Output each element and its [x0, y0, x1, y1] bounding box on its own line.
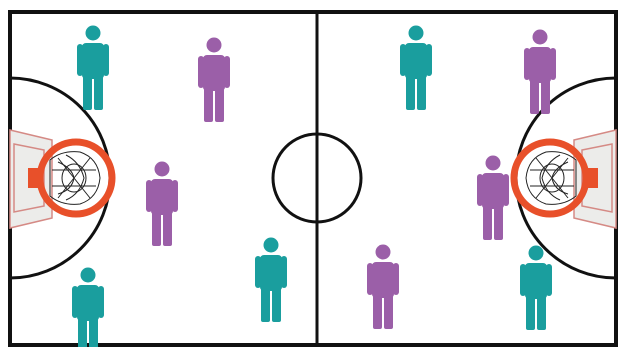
person-icon: [72, 268, 104, 347]
left-net-icon: [50, 152, 100, 205]
left-hoop: [10, 130, 112, 228]
person-icon: [400, 26, 432, 111]
right-net-icon: [526, 152, 576, 205]
players: [72, 26, 556, 347]
person-icon: [255, 238, 287, 323]
person-icon: [367, 245, 399, 330]
person-icon: [77, 26, 109, 111]
right-hoop: [514, 130, 616, 228]
person-icon: [520, 246, 552, 331]
person-icon: [198, 38, 230, 123]
person-icon: [146, 162, 178, 247]
person-icon: [477, 156, 509, 241]
